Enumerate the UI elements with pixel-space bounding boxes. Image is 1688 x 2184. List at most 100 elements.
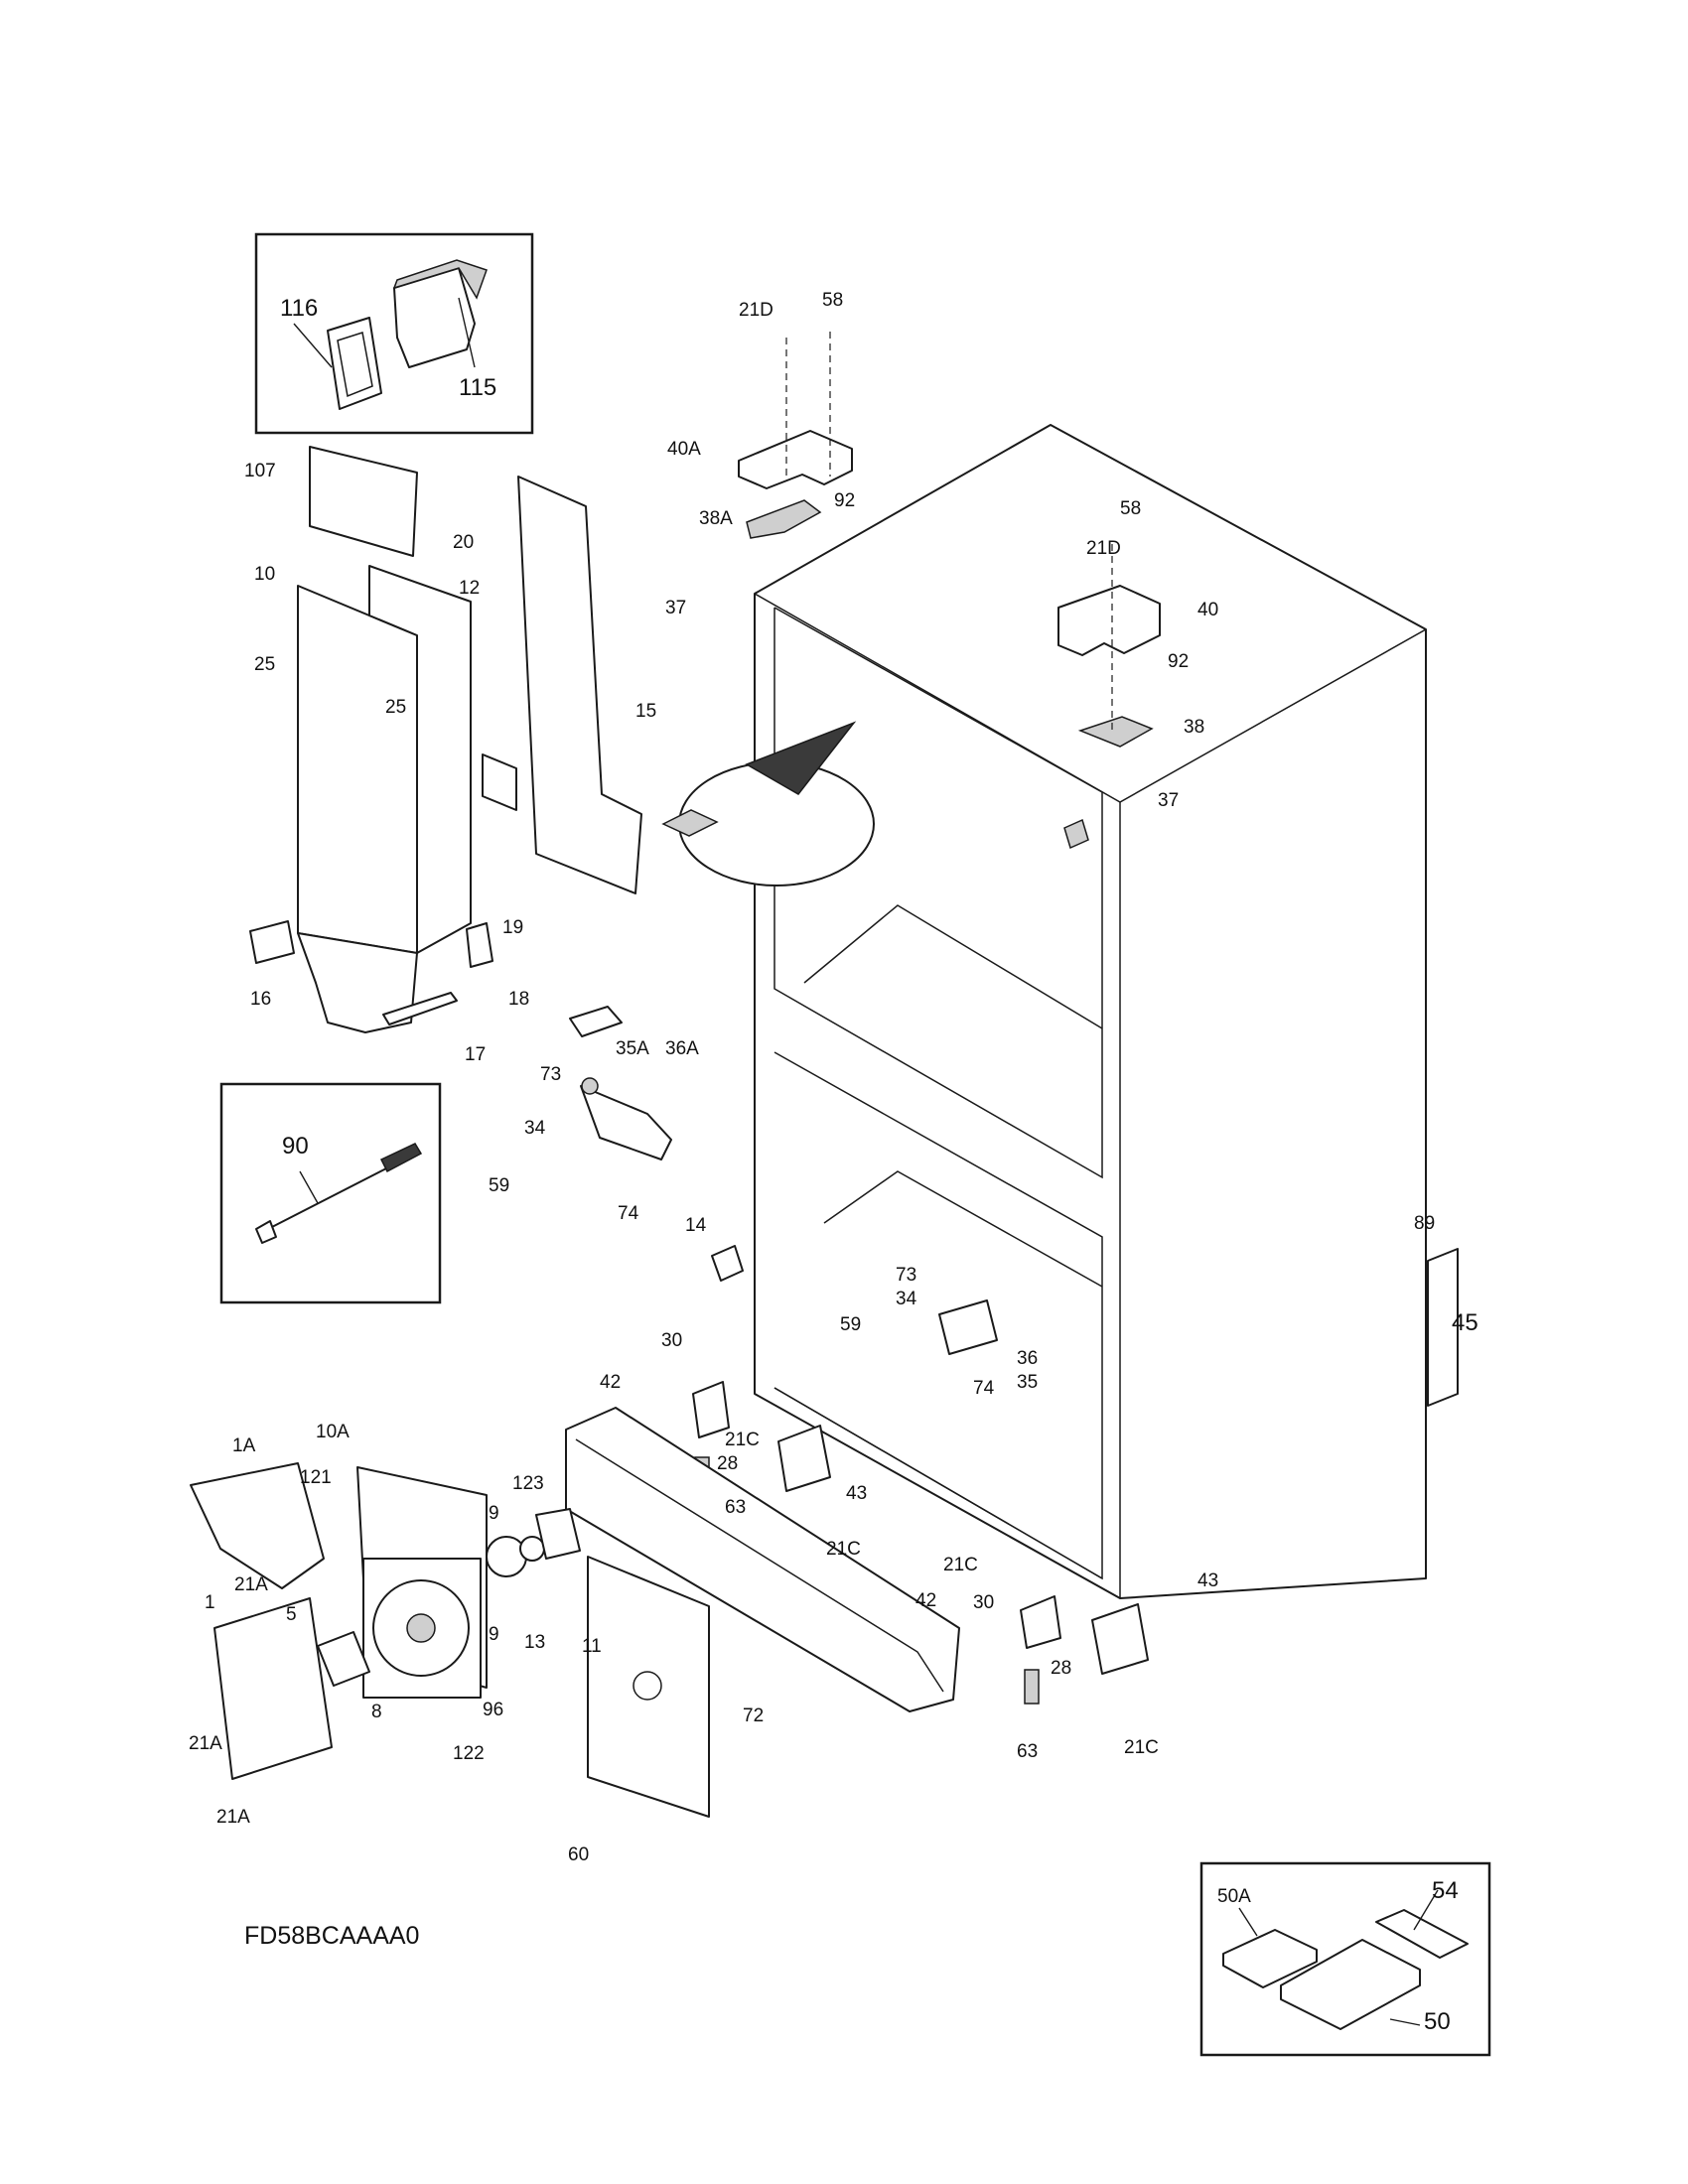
fitting-37 <box>569 1006 623 1037</box>
callout-label: 34 <box>896 1289 917 1309</box>
callout-label: 36 <box>1017 1348 1038 1369</box>
callout-label: 21C <box>725 1430 760 1450</box>
callout-label: 73 <box>540 1064 561 1085</box>
callout-label: 25 <box>385 697 406 718</box>
power-cord-90 <box>267 1164 393 1230</box>
callout-label: 63 <box>1017 1741 1038 1762</box>
callout-label: 5 <box>286 1604 297 1625</box>
callout-label: 37 <box>1158 790 1179 811</box>
callout-label: 15 <box>635 701 656 722</box>
callout-label: 21A <box>216 1807 250 1828</box>
callout-label: 13 <box>524 1632 545 1653</box>
callout-label: 35 <box>1017 1372 1038 1393</box>
refrigerator-cabinet <box>661 424 1427 1599</box>
hinge-cover-40 <box>1057 585 1161 656</box>
upper-hinge-right <box>1057 544 1161 748</box>
callout-label: 40A <box>667 439 701 460</box>
callout-label: 72 <box>743 1706 764 1726</box>
callout-label: 10A <box>316 1422 350 1442</box>
callout-label: 1 <box>205 1592 215 1613</box>
callout-label: 9 <box>489 1503 499 1524</box>
callout-label: 50 <box>1424 2008 1451 2035</box>
bracket-54 <box>1375 1909 1469 1959</box>
callout-label: 25 <box>254 654 275 675</box>
lower-hinges <box>692 1381 1149 1705</box>
callout-label: 43 <box>1197 1570 1218 1591</box>
bracket-123 <box>535 1508 581 1560</box>
bracket-30-right <box>1020 1595 1061 1649</box>
callout-label: 90 <box>282 1133 309 1160</box>
fan-blade-5 <box>317 1631 370 1687</box>
callout-label: 10 <box>254 564 275 585</box>
shroud-1 <box>213 1597 333 1780</box>
callout-label: 16 <box>250 989 271 1010</box>
callout-label: 123 <box>512 1473 544 1494</box>
callout-label: 21D <box>1086 538 1121 559</box>
callout-label: 121 <box>300 1467 332 1488</box>
control-housing-50 <box>1280 1939 1421 2030</box>
callout-label: 43 <box>846 1483 867 1504</box>
callout-label: 8 <box>371 1702 382 1722</box>
callout-label: 42 <box>600 1372 621 1393</box>
callout-label: 17 <box>465 1044 486 1065</box>
callout-label: 19 <box>502 917 523 938</box>
callout-label: 28 <box>717 1453 738 1474</box>
callout-label: 92 <box>834 490 855 511</box>
callout-label: 54 <box>1432 1877 1459 1904</box>
cover-16 <box>249 920 295 964</box>
callout-label: 73 <box>896 1265 916 1286</box>
callout-label: 122 <box>453 1743 485 1764</box>
callout-label: 36A <box>665 1038 699 1059</box>
callout-label: 30 <box>973 1592 994 1613</box>
hinge-28-left <box>777 1425 831 1492</box>
callout-label: 58 <box>822 290 843 311</box>
drain-17 <box>382 992 458 1025</box>
callout-label: 1A <box>232 1435 256 1456</box>
leveler-63-right <box>1024 1669 1040 1705</box>
callout-label: 14 <box>685 1215 707 1236</box>
rear-panel-11 <box>587 1556 710 1818</box>
callout-label: 21C <box>943 1555 978 1575</box>
callout-label: 38 <box>1184 717 1204 738</box>
callout-label: 9 <box>489 1624 499 1645</box>
callout-label: 42 <box>915 1590 936 1611</box>
callout-label: 96 <box>483 1700 503 1720</box>
callout-label: 58 <box>1120 498 1141 519</box>
callout-label: 20 <box>453 532 474 553</box>
condenser-fan-assembly <box>190 1462 710 1818</box>
callout-label: 45 <box>1452 1309 1478 1336</box>
cam-34 <box>581 1077 599 1095</box>
hinge-bracket-35A <box>580 1085 672 1160</box>
grommet-9 <box>519 1536 545 1562</box>
duct-107 <box>309 446 418 557</box>
callout-label: 59 <box>840 1314 861 1335</box>
hinge-bracket-35 <box>938 1299 998 1355</box>
callout-label: 63 <box>725 1497 746 1518</box>
callout-label: 21C <box>826 1539 861 1560</box>
duct-lower <box>297 932 418 1033</box>
clip-14 <box>711 1245 744 1282</box>
callout-label: 50A <box>1217 1886 1251 1907</box>
callout-label: 89 <box>1414 1213 1435 1234</box>
callout-label: 35A <box>616 1038 649 1059</box>
callout-label: 116 <box>280 295 318 322</box>
callout-label: 11 <box>582 1636 602 1657</box>
callout-label: 34 <box>524 1118 546 1139</box>
insulation-20 <box>517 476 642 894</box>
callout-label: 107 <box>244 461 276 481</box>
callout-label: 21A <box>189 1733 222 1754</box>
bracket-30-left <box>692 1381 730 1438</box>
callout-label: 115 <box>459 374 496 401</box>
fitting-37b <box>1063 818 1089 850</box>
evaporator-cover-10 <box>297 585 418 954</box>
seal-gasket-116 <box>327 317 382 410</box>
light-switch-15 <box>661 809 719 837</box>
panel-89 <box>1427 1248 1459 1407</box>
air-duct-assembly <box>249 446 642 1033</box>
callout-label: 40 <box>1197 600 1218 620</box>
inset-control-housing <box>1199 1861 1491 2057</box>
shroud-1A <box>190 1462 325 1589</box>
callout-label: 28 <box>1051 1658 1071 1679</box>
fan-motor-13 <box>486 1536 527 1577</box>
